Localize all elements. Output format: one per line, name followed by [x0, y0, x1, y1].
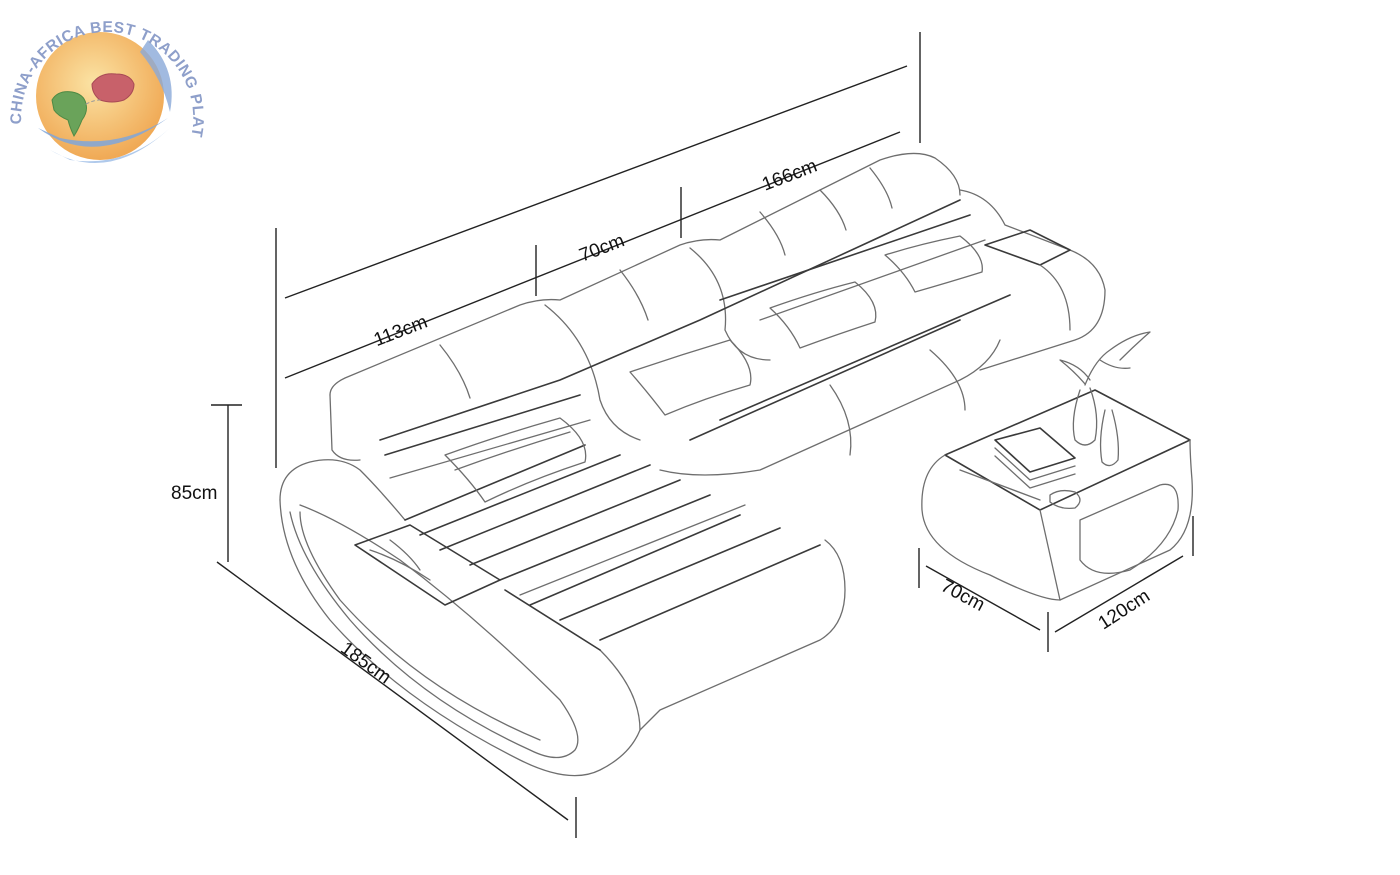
- dim-line-table-depth: [925, 565, 1041, 631]
- dimension-labels: 113cm 70cm 166cm 85cm 185cm 70cm 120cm: [171, 156, 1154, 689]
- globe-logo-icon: [36, 32, 172, 164]
- dimension-lines: [211, 32, 1194, 838]
- label-section-middle: 70cm: [577, 230, 628, 266]
- dim-line-chaise-depth: [216, 561, 569, 821]
- label-sofa-height: 85cm: [171, 483, 217, 504]
- label-table-depth: 70cm: [937, 576, 988, 616]
- label-section-left: 113cm: [371, 311, 430, 351]
- coffee-table-illustration: [921, 331, 1193, 601]
- dim-line-sections: [284, 131, 901, 379]
- dim-line-total: [284, 65, 908, 299]
- label-section-right: 166cm: [759, 156, 820, 196]
- brand-logo: CHINA-AFRICA BEST TRADING PLATFORM: [0, 0, 206, 164]
- label-table-length: 120cm: [1095, 586, 1154, 635]
- sectional-sofa-illustration: [279, 152, 1106, 777]
- dim-line-table-length: [1054, 555, 1184, 633]
